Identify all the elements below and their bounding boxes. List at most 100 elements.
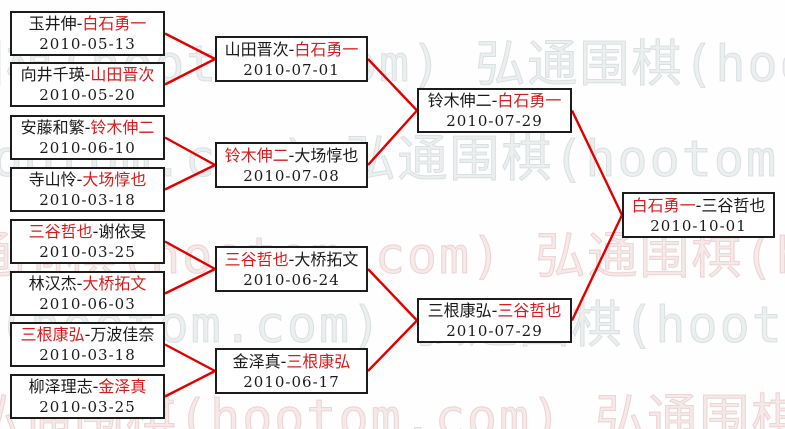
player-name: 大桥拓文 <box>82 274 147 293</box>
match-players: 玉井伸-白石勇一 <box>12 13 163 34</box>
match-players: 铃木伸二-大场惇也 <box>217 145 366 166</box>
player-name: 大场惇也 <box>294 145 359 165</box>
match-players: 金泽真-三根康弘 <box>217 351 366 372</box>
player-name: 白石勇一 <box>497 91 562 110</box>
player-name: 柳泽理志 <box>28 377 93 396</box>
match-players: 三根康弘-万波佳奈 <box>12 324 163 345</box>
player-name: 安藤和繁 <box>20 118 85 137</box>
vs-separator: - <box>84 325 91 344</box>
match-players: 三谷哲也-大桥拓文 <box>217 249 366 270</box>
connector-line <box>164 240 216 271</box>
vs-separator: - <box>695 195 702 215</box>
vs-separator: - <box>92 377 99 396</box>
match-date: 2010-05-13 <box>39 35 136 53</box>
match-date: 2010-03-25 <box>39 243 136 261</box>
match-players: 寺山怜-大场惇也 <box>12 169 163 190</box>
match-date: 2010-10-01 <box>650 216 747 235</box>
match-players: 山田晋次-白石勇一 <box>217 39 366 60</box>
match-players: 白石勇一-三谷哲也 <box>624 195 773 216</box>
player-name: 金泽真 <box>98 377 147 396</box>
match-box-round-1-3: 安藤和繁-铃木伸二 2010-06-10 <box>10 115 165 160</box>
match-players: 三根康弘-三谷哲也 <box>419 300 570 321</box>
match-date: 2010-05-20 <box>39 86 136 104</box>
match-date: 2010-07-08 <box>243 166 340 185</box>
match-date: 2010-06-03 <box>39 295 136 313</box>
connector-line <box>570 214 624 322</box>
match-date: 2010-03-25 <box>39 398 136 416</box>
connector-line <box>164 57 216 86</box>
player-name: 山田晋次 <box>90 65 155 84</box>
vs-separator: - <box>76 14 83 33</box>
connector-line <box>164 267 216 295</box>
match-date: 2010-06-17 <box>243 372 340 391</box>
match-players: 林汉杰-大桥拓文 <box>12 273 163 294</box>
match-players: 铃木伸二-白石勇一 <box>419 90 570 111</box>
player-name: 白石勇一 <box>294 39 359 59</box>
connector-line <box>164 163 216 191</box>
vs-separator: - <box>288 145 295 165</box>
player-name: 三谷哲也 <box>497 301 562 320</box>
connector-line <box>164 343 216 373</box>
player-name: 山田晋次 <box>224 39 289 59</box>
player-name: 铃木伸二 <box>427 91 492 110</box>
player-name: 金泽真 <box>232 351 281 371</box>
vs-separator: - <box>280 351 287 371</box>
player-name: 三谷哲也 <box>224 249 289 269</box>
connector-line <box>164 32 216 61</box>
player-name: 谢依旻 <box>98 222 147 241</box>
player-name: 铃木伸二 <box>224 145 289 165</box>
match-date: 2010-07-29 <box>446 112 543 130</box>
connector-line <box>367 58 418 112</box>
player-name: 白石勇一 <box>82 14 147 33</box>
player-name: 铃木伸二 <box>90 118 155 137</box>
vs-separator: - <box>92 222 99 241</box>
match-date: 2010-03-18 <box>39 346 136 364</box>
vs-separator: - <box>84 65 91 84</box>
vs-separator: - <box>491 91 498 110</box>
player-name: 三根康弘 <box>286 351 351 371</box>
player-name: 白石勇一 <box>631 195 696 215</box>
vs-separator: - <box>288 249 295 269</box>
match-date: 2010-03-18 <box>39 191 136 209</box>
vs-separator: - <box>84 118 91 137</box>
connector-line <box>164 369 216 398</box>
player-name: 寺山怜 <box>28 170 77 189</box>
player-name: 林汉杰 <box>28 274 77 293</box>
connector-line <box>367 268 418 322</box>
vs-separator: - <box>288 39 295 59</box>
match-date: 2010-07-01 <box>243 60 340 79</box>
vs-separator: - <box>491 301 498 320</box>
player-name: 大场惇也 <box>82 170 147 189</box>
match-players: 三谷哲也-谢依旻 <box>12 221 163 242</box>
player-name: 三谷哲也 <box>28 222 93 241</box>
match-date: 2010-06-10 <box>39 139 136 157</box>
connector-line <box>164 136 216 167</box>
player-name: 万波佳奈 <box>90 325 155 344</box>
match-players: 向井千瑛-山田晋次 <box>12 64 163 85</box>
player-name: 玉井伸 <box>28 14 77 33</box>
connector-line <box>367 109 418 166</box>
player-name: 三根康弘 <box>427 301 492 320</box>
player-name: 三根康弘 <box>20 325 85 344</box>
vs-separator: - <box>76 170 83 189</box>
vs-separator: - <box>76 274 83 293</box>
match-players: 柳泽理志-金泽真 <box>12 376 163 397</box>
match-date: 2010-07-29 <box>446 322 543 340</box>
connector-line <box>367 319 418 372</box>
